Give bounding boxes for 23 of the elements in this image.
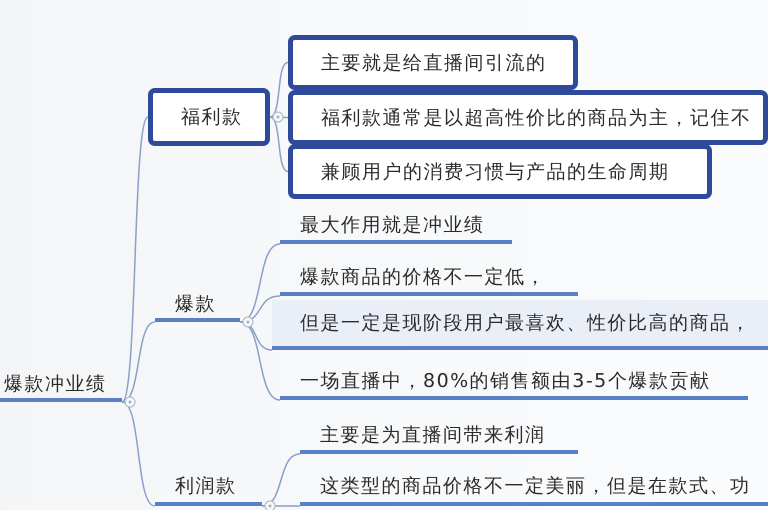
topic-label: 一场直播中，80%的销售额由3-5个爆款贡献	[280, 366, 748, 400]
branch-line	[270, 62, 288, 118]
topic-box: 福利款通常是以超高性价比的商品为主，记住不	[288, 90, 768, 145]
topic-label: 爆款商品的价格不一定低，	[280, 262, 578, 296]
topic-label: 最大作用就是冲业绩	[280, 210, 512, 244]
topic-label: 这类型的商品价格不一定美丽，但是在款式、功	[300, 470, 768, 506]
topic-label: 爆款	[155, 290, 240, 322]
branch-line	[240, 321, 280, 401]
branch-line	[122, 401, 156, 507]
branch-line	[270, 116, 288, 118]
topic-label: 利润款	[155, 470, 262, 506]
branch-line	[121, 116, 149, 402]
topic-box: 主要就是给直播间引流的	[288, 35, 578, 90]
topic-box: 兼顾用户的消费习惯与产品的生命周期	[288, 144, 712, 199]
branch-line	[240, 295, 280, 323]
topic-label: 爆款冲业绩	[0, 370, 122, 402]
branch-line	[262, 505, 300, 507]
topic-box: 福利款	[148, 88, 270, 146]
branch-line	[262, 453, 300, 507]
topic-label: 主要是为直播间带来利润	[300, 420, 578, 454]
branch-line	[270, 116, 288, 172]
selected-topic: 但是一定是现阶段用户最喜欢、性价比高的商品，	[272, 300, 768, 350]
branch-line	[122, 321, 156, 403]
